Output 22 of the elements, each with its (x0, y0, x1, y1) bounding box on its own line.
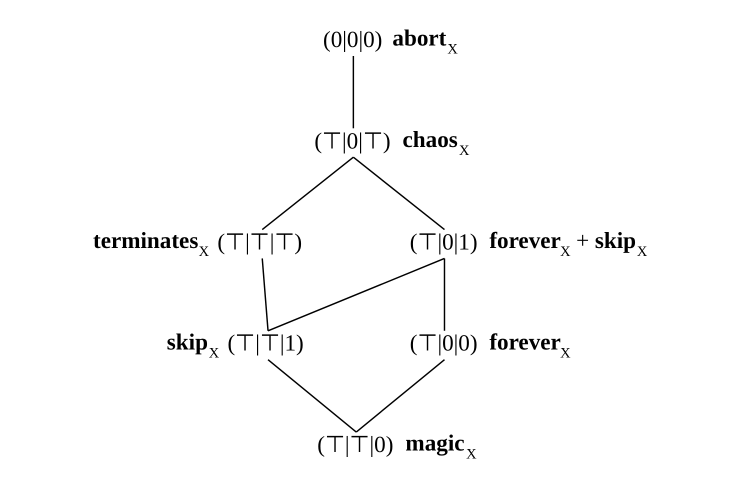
node-label: abort$_{X}$ (392, 26, 458, 58)
connector (267, 359, 356, 433)
connector (352, 156, 444, 230)
node-label: skip$_{X}$ (166, 329, 219, 362)
node-label: terminates$_{X}$ (92, 228, 209, 260)
node-text: (⊤|0|⊤) (314, 128, 390, 154)
node-label: magic$_{X}$ (404, 430, 476, 463)
node-text: (⊤|0|1) (409, 229, 478, 256)
connector (352, 56, 354, 128)
node-text: (⊤|0|0) (409, 330, 478, 357)
node-text: (⊤|⊤|⊤) (216, 229, 302, 256)
connector (261, 258, 268, 331)
node-text: (⊤|⊤|1) (227, 330, 304, 357)
node-label: forever$_{X}$ (488, 329, 570, 362)
node-label: chaos$_{X}$ (402, 126, 469, 159)
node-text: (0|0|0) (322, 27, 382, 54)
connector (261, 156, 354, 230)
connector (355, 359, 444, 433)
node-text: (⊤|⊤|0) (316, 432, 393, 458)
connector (443, 258, 445, 331)
connector (267, 258, 444, 332)
node-label: forever$_{X}$ + skip$_{X}$ (488, 228, 647, 260)
